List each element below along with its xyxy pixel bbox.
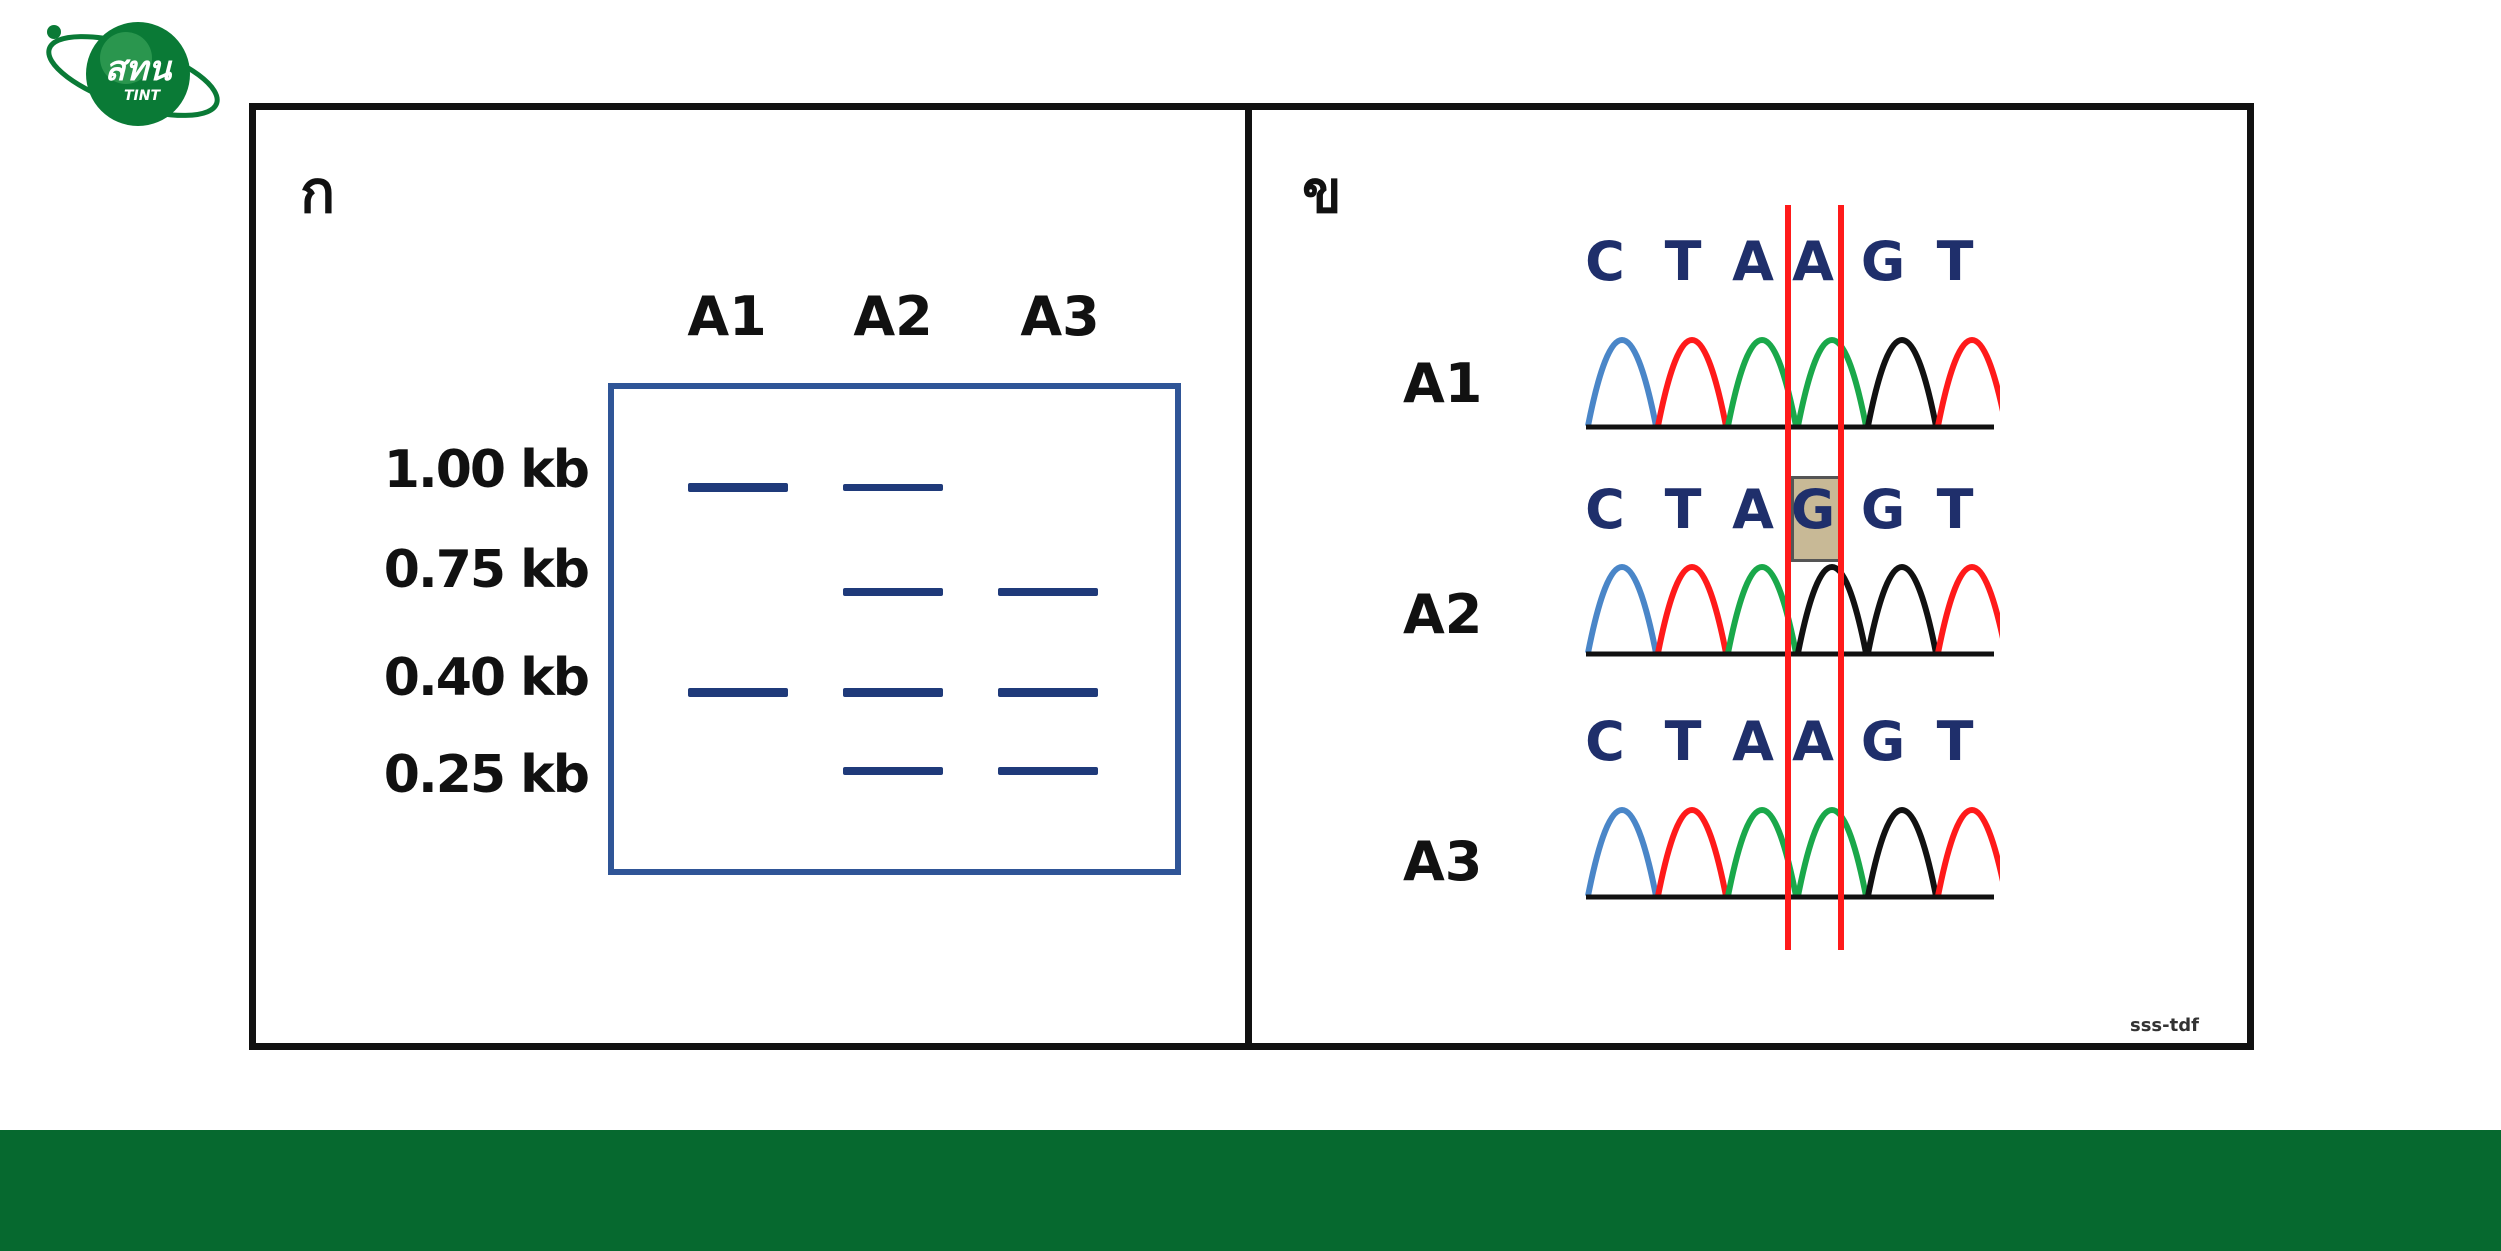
tint-logo: สทน TINT — [46, 22, 220, 126]
size-label-1-00: 1.00 kb — [383, 440, 590, 500]
base-a2-5: G — [1860, 478, 1906, 541]
watermark: sss-tdf — [2130, 1015, 2199, 1036]
base-a2-4: G — [1790, 478, 1836, 541]
panel-b-letter: ข — [1302, 158, 1342, 226]
peak-t-6 — [1935, 337, 2000, 427]
size-label-0-40: 0.40 kb — [383, 648, 590, 708]
base-a2-1: C — [1585, 478, 1625, 541]
peak-a-4 — [1795, 337, 1869, 427]
base-a1-3: A — [1732, 230, 1774, 293]
base-a2-2: T — [1664, 478, 1702, 541]
peak-t-6 — [1935, 564, 2000, 654]
logo-text-main: สทน — [105, 49, 173, 89]
base-a3-5: G — [1860, 710, 1906, 773]
gel-band-a3-0-40kb — [998, 688, 1098, 697]
peak-g-4 — [1795, 564, 1869, 654]
size-label-0-25: 0.25 kb — [383, 745, 590, 805]
gel-band-a1-1-00kb — [688, 483, 788, 492]
peak-t-2 — [1655, 564, 1729, 654]
base-a3-1: C — [1585, 710, 1625, 773]
peak-t-2 — [1655, 337, 1729, 427]
gel-band-a2-0-40kb — [843, 688, 943, 697]
gel-band-a3-0-75kb — [998, 588, 1098, 596]
gel-band-a3-0-25kb — [998, 767, 1098, 775]
gel-band-a2-1-00kb — [843, 484, 943, 491]
base-a2-3: A — [1732, 478, 1774, 541]
panel-a-letter: ก — [300, 158, 336, 226]
logo-text-sub: TINT — [124, 88, 161, 104]
lane-label-a2: A2 — [853, 285, 933, 348]
size-label-0-75: 0.75 kb — [383, 540, 590, 600]
base-a3-4: A — [1792, 710, 1834, 773]
base-a1-4: A — [1792, 230, 1834, 293]
base-a1-6: T — [1936, 230, 1974, 293]
peak-g-5 — [1865, 807, 1939, 897]
row-label-a3: A3 — [1403, 830, 1483, 893]
base-a1-5: G — [1860, 230, 1906, 293]
base-a3-2: T — [1664, 710, 1702, 773]
peak-c-1 — [1585, 337, 1659, 427]
gel-box — [608, 383, 1181, 875]
lane-label-a1: A1 — [687, 285, 767, 348]
base-a3-3: A — [1732, 710, 1774, 773]
base-a2-6: T — [1936, 478, 1974, 541]
row-label-a1: A1 — [1403, 352, 1483, 415]
base-a3-6: T — [1936, 710, 1974, 773]
gel-band-a2-0-75kb — [843, 588, 943, 596]
lane-label-a3: A3 — [1020, 285, 1100, 348]
footer-bar — [0, 1130, 2501, 1251]
marker-line-left — [1785, 205, 1791, 950]
gel-band-a1-0-40kb — [688, 688, 788, 697]
base-a1-2: T — [1664, 230, 1702, 293]
gel-band-a2-0-25kb — [843, 767, 943, 775]
peak-c-1 — [1585, 807, 1659, 897]
peak-g-5 — [1865, 337, 1939, 427]
panel-divider — [1245, 103, 1252, 1050]
peak-t-2 — [1655, 807, 1729, 897]
peak-a-4 — [1795, 807, 1869, 897]
base-a1-1: C — [1585, 230, 1625, 293]
marker-line-right — [1838, 205, 1844, 950]
peak-g-5 — [1865, 564, 1939, 654]
row-label-a2: A2 — [1403, 583, 1483, 646]
peak-t-6 — [1935, 807, 2000, 897]
peak-c-1 — [1585, 564, 1659, 654]
